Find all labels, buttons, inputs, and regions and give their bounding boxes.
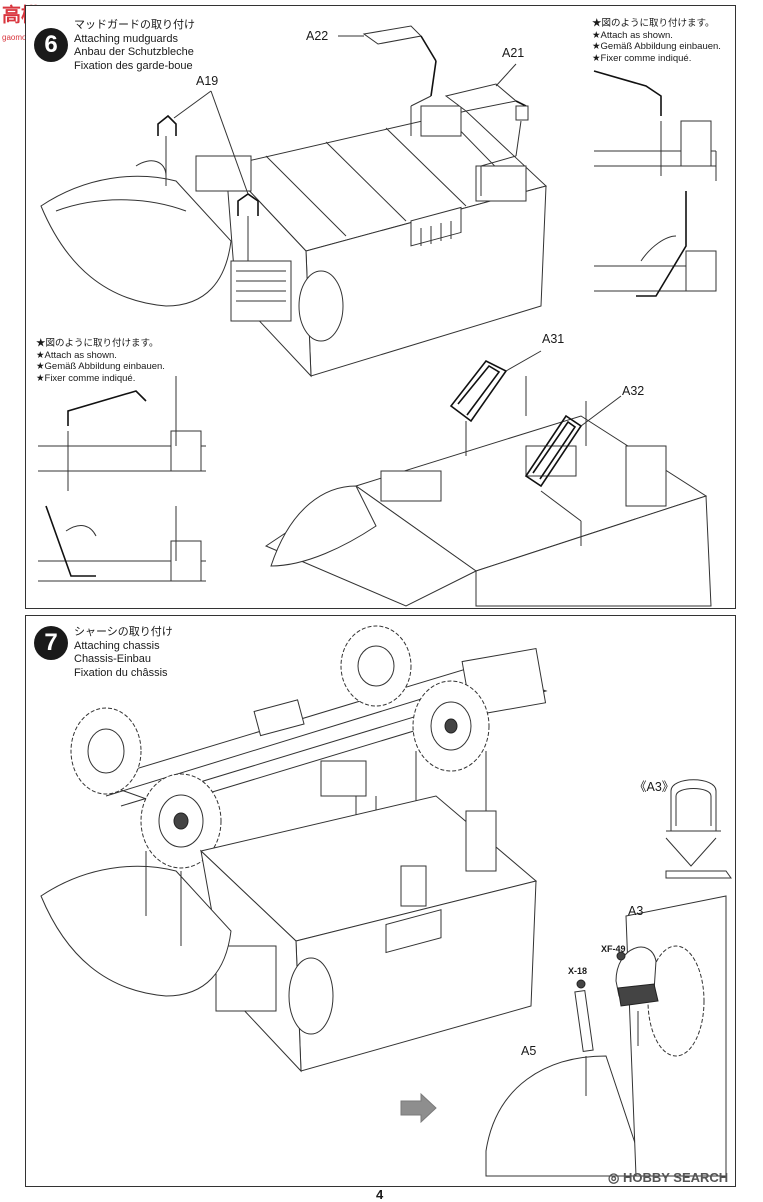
step7-detail-a3-label: 《A3》 xyxy=(634,780,675,794)
step7-illustration xyxy=(40,625,732,1177)
step7-detail-a3-inset xyxy=(665,779,732,879)
watermark-bottom-text: HOBBY SEARCH xyxy=(622,1170,729,1185)
step6-label-a32: A32 xyxy=(622,384,645,398)
step6-truck-body xyxy=(195,105,547,378)
step6-part-a22 xyxy=(338,25,437,136)
step6-label-a19: A19 xyxy=(196,74,219,88)
step6-title-fr: Fixation des garde-boue xyxy=(74,59,193,72)
step7-cab-detail xyxy=(400,895,727,1177)
step6-note-left-en: ★Attach as shown. xyxy=(36,349,117,361)
step6-label-a31: A31 xyxy=(542,332,565,346)
step6-note-right-de: ★Gemäß Abbildung einbauen. xyxy=(592,41,721,52)
step7-title-jp: シャーシの取り付け xyxy=(74,626,173,638)
step7-label-x18: X-18 xyxy=(568,966,588,976)
step7-label-xf49: XF-49 xyxy=(601,944,626,954)
step6-note-right: ★図のように取り付けます。 ★Attach as shown. ★Gemäß A… xyxy=(592,18,721,64)
step6-part-a19 xyxy=(157,90,259,261)
step6-lower-truck-body xyxy=(264,376,712,607)
step7-panel: 7 シャーシの取り付け Attaching chassis Chassis-Ei… xyxy=(25,615,736,1187)
step6-front-fender xyxy=(40,160,232,307)
watermark-url: gaomo.com xyxy=(2,33,44,42)
step7-label-a5: A5 xyxy=(521,1044,537,1058)
step6-title-en: Attaching mudguards xyxy=(74,32,178,45)
step6-part-a21 xyxy=(444,63,529,196)
step6-title-jp: マッドガードの取り付け xyxy=(74,19,195,31)
step6-part-a32 xyxy=(524,395,622,546)
step6-illustration xyxy=(38,25,717,607)
step6-title-de: Anbau der Schutzbleche xyxy=(74,46,194,58)
step6-inset-left xyxy=(38,376,206,582)
step7-wheels xyxy=(70,625,490,869)
step6-panel: 6 マッドガードの取り付け Attaching mudguards Anbau … xyxy=(25,5,736,609)
step7-number-badge: 7 xyxy=(34,626,68,660)
step7-title-en: Attaching chassis xyxy=(74,639,160,652)
step6-note-right-jp: ★図のように取り付けます。 xyxy=(592,18,715,29)
step6-note-right-en: ★Attach as shown. xyxy=(592,29,673,41)
step6-note-left-de: ★Gemäß Abbildung einbauen. xyxy=(36,361,165,372)
step6-inset-right xyxy=(593,70,717,297)
step6-note-right-fr: ★Fixer comme indiqué. xyxy=(592,52,692,64)
step6-number-badge: 6 xyxy=(34,28,68,62)
step6-part-a31 xyxy=(449,350,542,456)
step6-label-a21: A21 xyxy=(502,46,525,60)
step7-title-fr: Fixation du châssis xyxy=(74,666,168,679)
watermark-bottom: ◎ HOBBY SEARCH xyxy=(608,1170,728,1186)
step6-title: マッドガードの取り付け Attaching mudguards Anbau de… xyxy=(74,19,195,73)
step6-label-a22: A22 xyxy=(306,29,329,43)
page-number: 4 xyxy=(376,1187,384,1202)
step7-title-de: Chassis-Einbau xyxy=(74,653,152,665)
step7-title: シャーシの取り付け Attaching chassis Chassis-Einb… xyxy=(74,626,173,680)
step6-note-left-fr: ★Fixer comme indiqué. xyxy=(36,372,136,384)
step7-truck-body xyxy=(40,795,538,1073)
step7-label-a3: A3 xyxy=(628,904,644,918)
watermark-bottom-icon: ◎ xyxy=(608,1170,620,1185)
step6-note-left-jp: ★図のように取り付けます。 xyxy=(36,338,159,349)
step6-note-left: ★図のように取り付けます。 ★Attach as shown. ★Gemäß A… xyxy=(36,338,165,384)
